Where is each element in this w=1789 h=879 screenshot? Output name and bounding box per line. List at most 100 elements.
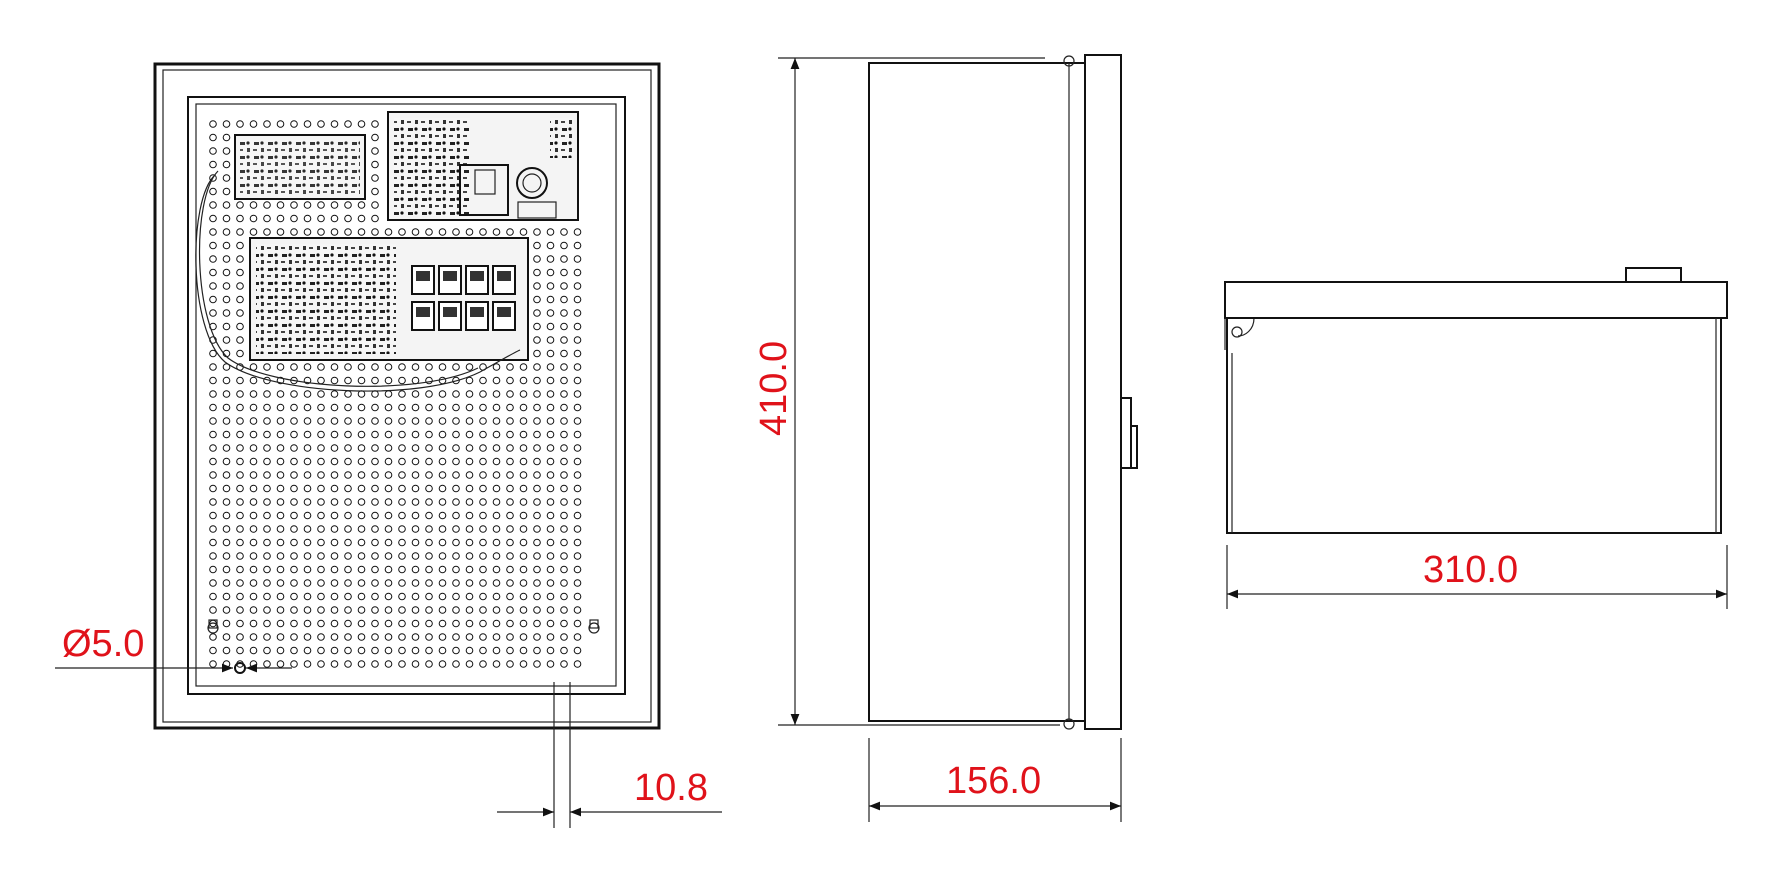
perforation-hole (222, 538, 231, 547)
perforation-hole (465, 498, 474, 506)
perforation-hole (533, 579, 541, 587)
perforation-hole (425, 579, 433, 587)
perforation-hole (425, 444, 433, 452)
perforation-hole (479, 633, 487, 641)
perforation-hole (573, 295, 582, 304)
perforation-hole (573, 633, 582, 641)
perforation-hole (546, 349, 555, 358)
perforation-hole (506, 606, 514, 614)
perforation-hole (384, 660, 393, 668)
perforation-hole (330, 228, 339, 236)
perforation-hole (249, 471, 258, 479)
perforation-hole (344, 660, 352, 668)
perforation-hole (546, 619, 555, 628)
perforation-hole (384, 430, 393, 439)
perforation-hole (371, 376, 379, 385)
perforation-hole (222, 147, 231, 155)
perforation-hole (425, 363, 433, 371)
perforation-hole (317, 498, 325, 506)
perforation-hole (249, 484, 258, 493)
perforation-hole (506, 565, 514, 574)
perforation-hole (560, 619, 568, 628)
perforation-hole (209, 592, 217, 601)
perforation-hole (452, 363, 460, 371)
perforation-hole (357, 444, 366, 452)
perforation-hole (276, 579, 285, 587)
perforation-hole (546, 471, 555, 479)
perforation-hole (560, 228, 568, 236)
perforation-hole (209, 633, 217, 641)
perforation-hole (506, 619, 514, 628)
perforation-hole (222, 403, 231, 412)
perforation-hole (209, 579, 217, 587)
perforation-hole (573, 579, 582, 587)
perforation-hole (452, 403, 460, 412)
perforation-hole (317, 120, 325, 128)
perforation-hole (560, 525, 568, 533)
perforation-hole (290, 457, 298, 466)
perforation-hole (222, 160, 231, 169)
perforation-hole (209, 538, 217, 547)
perforation-hole (303, 538, 312, 547)
door-latch-handle (1130, 425, 1138, 469)
perforation-hole (560, 633, 568, 641)
relay-label-area (443, 271, 457, 281)
perforation-hole (425, 552, 433, 560)
perforation-hole (425, 511, 433, 520)
perforation-hole (573, 471, 582, 479)
perforation-hole (506, 646, 514, 655)
perforation-hole (371, 633, 379, 641)
perforation-hole (357, 552, 366, 560)
perforation-hole (411, 606, 420, 614)
perforation-hole (533, 417, 541, 425)
perforation-hole (519, 606, 528, 614)
perforation-hole (573, 484, 582, 493)
perforation-hole (411, 228, 420, 236)
perforation-hole (236, 214, 244, 223)
perforation-hole (236, 390, 244, 398)
perforation-hole (479, 390, 487, 398)
perforation-hole (438, 228, 447, 236)
perforation-hole (236, 457, 244, 466)
perforation-hole (479, 592, 487, 601)
perforation-hole (398, 376, 406, 385)
perforation-hole (465, 525, 474, 533)
perforation-hole (506, 484, 514, 493)
perforation-hole (533, 228, 541, 236)
perforation-hole (371, 174, 379, 182)
perforation-hole (371, 390, 379, 398)
perforation-hole (519, 498, 528, 506)
perforation-hole (560, 646, 568, 655)
perforation-hole (546, 309, 555, 317)
perforation-hole (371, 606, 379, 614)
perforation-hole (222, 444, 231, 452)
perforation-hole (317, 579, 325, 587)
perforation-hole (506, 579, 514, 587)
perforation-hole (330, 606, 339, 614)
perforation-hole (263, 552, 271, 560)
perforation-hole (222, 457, 231, 466)
perforation-hole (209, 363, 217, 371)
perforation-hole (438, 579, 447, 587)
perforation-hole (290, 498, 298, 506)
perforation-hole (222, 417, 231, 425)
top-hinge-pin (1231, 326, 1243, 338)
perforation-hole (263, 538, 271, 547)
perforation-hole (411, 417, 420, 425)
perforation-hole (236, 538, 244, 547)
perforation-hole (438, 471, 447, 479)
perforation-hole (519, 417, 528, 425)
perforation-hole (330, 511, 339, 520)
perforation-hole (546, 633, 555, 641)
perforation-hole (411, 619, 420, 628)
perforation-hole (465, 457, 474, 466)
perforation-hole (465, 646, 474, 655)
perforation-hole (263, 565, 271, 574)
perforation-hole (398, 552, 406, 560)
perforation-hole (303, 592, 312, 601)
perforation-hole (519, 565, 528, 574)
perforation-hole (465, 606, 474, 614)
perforation-hole (357, 430, 366, 439)
perforation-hole (344, 444, 352, 452)
perforation-hole (344, 417, 352, 425)
